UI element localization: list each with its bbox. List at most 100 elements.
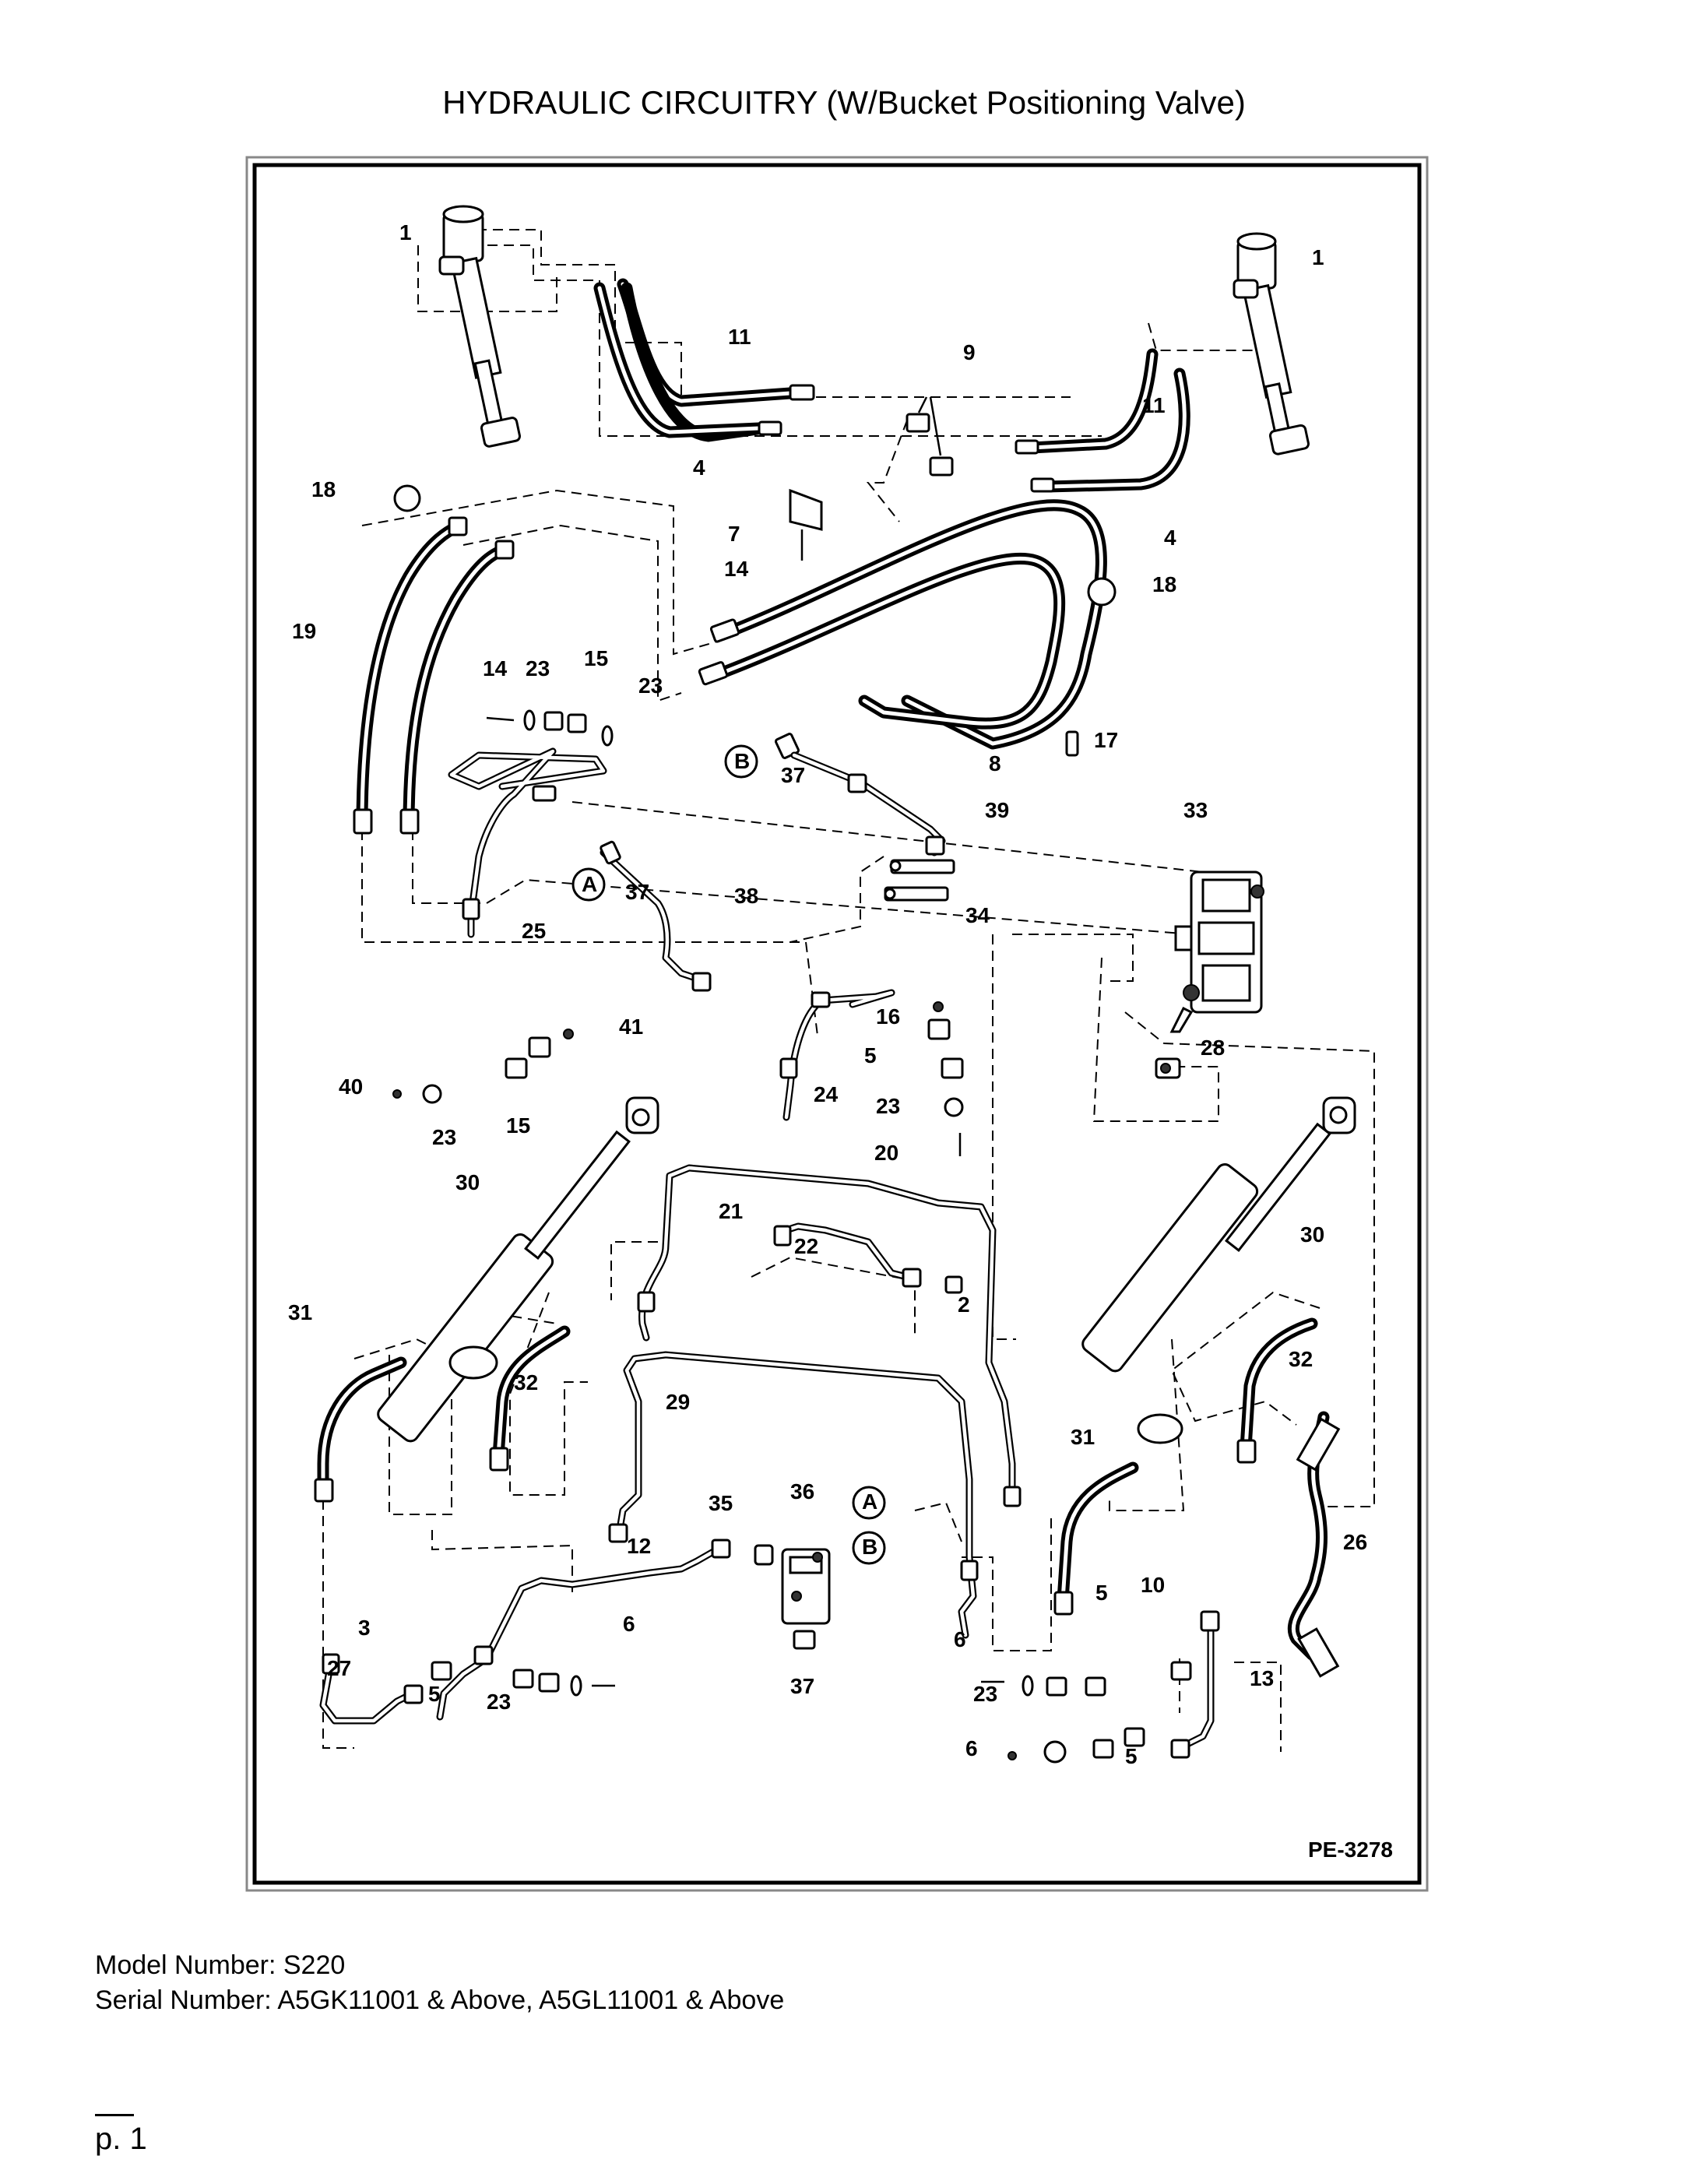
callout-c37b: 37 <box>625 880 649 904</box>
control-valve-33 <box>1169 870 1264 1033</box>
callout-c25: 25 <box>522 919 546 943</box>
callout-c7: 7 <box>728 522 740 546</box>
lift-cylinder-left <box>438 205 521 448</box>
callout-c2: 2 <box>958 1292 970 1317</box>
callout-c10: 10 <box>1141 1573 1165 1597</box>
callout-c23c: 23 <box>876 1094 900 1118</box>
port-b-marker-upper <box>724 744 758 779</box>
callout-c17: 17 <box>1094 728 1118 752</box>
callout-c23b: 23 <box>638 673 663 698</box>
callout-c5b: 5 <box>1095 1581 1108 1605</box>
hoses-19 <box>353 516 515 835</box>
tube-12-27 <box>319 1539 731 1725</box>
page-number: p. 1 <box>95 2122 147 2156</box>
port-b-marker-lower <box>852 1531 886 1565</box>
outer-frame <box>245 156 1429 1892</box>
callout-c18b: 18 <box>1152 572 1176 596</box>
callout-c41: 41 <box>619 1015 643 1039</box>
callout-c40: 40 <box>339 1074 363 1099</box>
lift-cylinder-right <box>1233 232 1310 455</box>
callout-c36: 36 <box>790 1479 814 1503</box>
callout-c13: 13 <box>1250 1666 1274 1690</box>
callout-c38: 38 <box>734 884 758 908</box>
tube-25 <box>448 747 607 938</box>
callout-c15b: 15 <box>506 1113 530 1138</box>
page-title: HYDRAULIC CIRCUITRY (W/Bucket Positionin… <box>442 84 1246 121</box>
callout-c29: 29 <box>666 1390 690 1414</box>
cap-17 <box>1065 730 1079 757</box>
callout-c4b: 4 <box>1164 526 1176 550</box>
callout-c1a: 1 <box>399 220 412 244</box>
tube-39 <box>775 733 946 856</box>
callout-c5d: 5 <box>1125 1744 1138 1768</box>
callout-c14b: 14 <box>483 656 508 681</box>
callout-c18a: 18 <box>311 477 336 501</box>
tube-38 <box>600 840 712 992</box>
callout-c14a: 14 <box>724 557 749 581</box>
callout-c30b: 30 <box>1300 1222 1324 1247</box>
tube-29 <box>608 1351 979 1639</box>
bucket-positioning-valve-36 <box>781 1548 831 1650</box>
port-label-pB1: B <box>734 749 750 773</box>
callout-c23d: 23 <box>432 1125 456 1149</box>
callout-c34: 34 <box>965 903 990 927</box>
callout-c19: 19 <box>292 619 316 643</box>
callout-c5a: 5 <box>864 1043 877 1067</box>
dashed-guides <box>322 229 1375 1752</box>
fitting-35 <box>754 1544 774 1566</box>
tilt-cylinder-right <box>1081 1096 1356 1444</box>
hardware-group-top <box>486 709 614 747</box>
tube-24 <box>779 989 895 1121</box>
callout-c28: 28 <box>1201 1036 1225 1060</box>
callout-c16: 16 <box>876 1004 900 1029</box>
tube-21 <box>637 1164 1022 1507</box>
callout-c21: 21 <box>719 1199 743 1223</box>
callout-c4a: 4 <box>693 455 705 480</box>
fittings-34 <box>884 859 955 902</box>
hardware-group-bottom <box>512 1669 1145 1764</box>
callout-c20: 20 <box>874 1141 899 1165</box>
port-label-pB2: B <box>862 1535 877 1559</box>
hardware-group-middle <box>927 1001 964 1156</box>
callout-c12: 12 <box>627 1534 651 1558</box>
tee-fittings-9 <box>906 396 954 477</box>
port-label-pA2: A <box>862 1489 877 1514</box>
callout-c37c: 37 <box>790 1674 814 1698</box>
hose-26 <box>1287 1411 1341 1678</box>
callout-c26: 26 <box>1343 1530 1367 1554</box>
callout-c31a: 31 <box>288 1300 312 1324</box>
fitting-28 <box>1155 1057 1181 1079</box>
callout-c9: 9 <box>963 340 976 364</box>
callout-c32b: 32 <box>1289 1347 1313 1371</box>
callout-c23f: 23 <box>487 1690 511 1714</box>
callout-c15a: 15 <box>584 646 608 670</box>
clamp-7 <box>789 488 823 561</box>
callout-c37a: 37 <box>781 763 805 787</box>
callout-c39: 39 <box>985 798 1009 822</box>
hoses-8 <box>698 499 1107 750</box>
tilt-cylinder-left <box>377 1096 659 1443</box>
o-rings-18 <box>393 484 1117 607</box>
hoses-31-32 <box>314 1317 1318 1616</box>
callout-c30a: 30 <box>455 1170 480 1194</box>
port-a-marker-upper <box>571 867 606 902</box>
callout-c6c: 6 <box>965 1736 978 1760</box>
callout-c23e: 23 <box>973 1682 997 1706</box>
model-number: Model Number: S220 <box>95 1950 346 1980</box>
callout-c5c: 5 <box>428 1682 441 1706</box>
callout-c6a: 6 <box>623 1612 635 1636</box>
callout-c22: 22 <box>794 1234 818 1258</box>
callout-c32a: 32 <box>514 1370 538 1394</box>
callout-c3: 3 <box>358 1616 371 1640</box>
callout-c1b: 1 <box>1312 245 1324 269</box>
port-label-pA1: A <box>582 872 597 896</box>
port-markers <box>571 744 886 1565</box>
callout-c35: 35 <box>709 1491 733 1515</box>
callout-c24: 24 <box>814 1082 839 1106</box>
callout-c8: 8 <box>989 751 1001 775</box>
callout-c23a: 23 <box>526 656 550 681</box>
tube-22 <box>773 1222 963 1294</box>
